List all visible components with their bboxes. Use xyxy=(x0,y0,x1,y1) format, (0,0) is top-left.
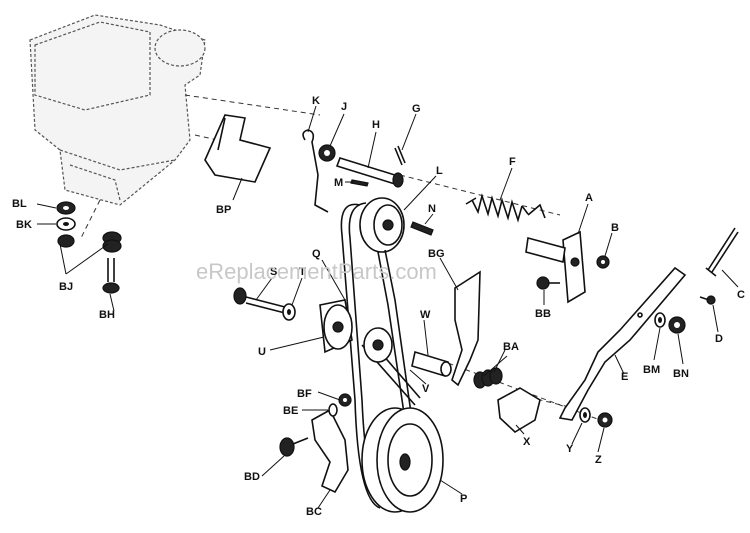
washer-y xyxy=(579,407,591,423)
label-bk: BK xyxy=(16,219,32,231)
bracket-bg xyxy=(451,270,481,387)
lever-hole xyxy=(637,312,643,318)
bolt-h xyxy=(335,157,404,188)
mount-bj xyxy=(57,231,122,253)
bolt-s xyxy=(233,287,286,314)
label-m: M xyxy=(334,177,343,189)
nut-z xyxy=(597,412,613,428)
pin-m xyxy=(350,179,369,187)
watermark: eReplacementParts.com xyxy=(196,259,437,284)
label-f: F xyxy=(509,156,516,168)
label-b: B xyxy=(611,222,619,234)
bracket-bc xyxy=(311,408,349,494)
part-ba xyxy=(473,367,503,389)
label-be: BE xyxy=(283,405,298,417)
label-bj: BJ xyxy=(59,281,73,293)
label-d: D xyxy=(715,333,723,345)
nut-j xyxy=(318,144,336,162)
bolt-bd xyxy=(279,437,309,457)
label-y: Y xyxy=(566,443,574,455)
washer-bm xyxy=(654,312,666,328)
label-bf: BF xyxy=(297,388,312,400)
label-bh: BH xyxy=(99,309,115,321)
label-bg: BG xyxy=(428,248,445,260)
pulley-q xyxy=(363,327,393,363)
label-e: E xyxy=(621,371,628,383)
washer-t xyxy=(282,303,296,321)
label-q: Q xyxy=(312,248,321,260)
spacer-w xyxy=(411,350,452,378)
bolt-bb xyxy=(536,276,560,290)
label-u: U xyxy=(258,346,266,358)
rod-k xyxy=(302,129,329,213)
label-j: J xyxy=(341,101,347,113)
label-t: T xyxy=(299,266,306,278)
pin-n xyxy=(410,221,434,236)
label-v: V xyxy=(422,383,430,395)
nut-bn xyxy=(668,316,686,334)
pulley-l xyxy=(359,197,405,253)
belts xyxy=(340,202,421,509)
nut-bf xyxy=(338,393,352,407)
bracket-x xyxy=(497,387,541,433)
label-w: W xyxy=(420,309,431,321)
label-bb: BB xyxy=(535,308,551,320)
label-bp: BP xyxy=(216,204,231,216)
label-bl: BL xyxy=(12,198,27,210)
idler-u xyxy=(319,299,353,354)
label-h: H xyxy=(372,119,380,131)
washer-bk xyxy=(56,217,76,231)
spring-f xyxy=(465,193,546,223)
label-bm: BM xyxy=(643,364,660,376)
part-labels: K J H G L M F N A B C D E Q S T U W V BA… xyxy=(12,95,745,518)
bolt-d xyxy=(699,295,716,305)
label-l: L xyxy=(436,165,443,177)
washer-bl xyxy=(56,201,76,215)
engine xyxy=(29,14,206,206)
label-s: S xyxy=(270,266,277,278)
label-z: Z xyxy=(595,454,602,466)
label-x: X xyxy=(523,436,531,448)
pulley-p xyxy=(361,407,444,513)
label-p: P xyxy=(460,493,467,505)
lever-e xyxy=(558,266,687,421)
label-n: N xyxy=(428,203,436,215)
label-bn: BN xyxy=(673,368,689,380)
clip-c xyxy=(705,227,739,277)
label-g: G xyxy=(412,103,421,115)
label-ba: BA xyxy=(503,341,519,353)
label-a: A xyxy=(585,192,593,204)
pin-g xyxy=(394,145,406,166)
washer-be xyxy=(328,403,338,417)
bracket-bp xyxy=(204,114,272,183)
bolt-bh xyxy=(102,258,120,294)
label-c: C xyxy=(737,289,745,301)
nut-b xyxy=(596,255,610,269)
label-bc: BC xyxy=(306,506,322,518)
label-bd: BD xyxy=(244,471,260,483)
bracket-a xyxy=(525,230,586,304)
label-k: K xyxy=(312,95,320,107)
leader-lines xyxy=(36,105,739,509)
